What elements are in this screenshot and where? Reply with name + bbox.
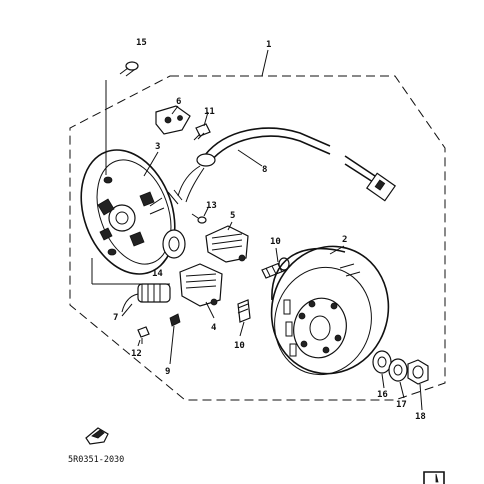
part-label-17: 17	[396, 400, 407, 410]
nut-18	[407, 359, 429, 385]
charging-coil-7	[121, 283, 171, 313]
part-label-15: 15	[136, 38, 147, 48]
screw-11	[193, 123, 211, 141]
bolt-10-upper	[261, 257, 290, 279]
part-label-13: 13	[206, 201, 217, 211]
part-label-3: 3	[155, 142, 160, 152]
part-label-16: 16	[377, 390, 388, 400]
part-label-9: 9	[165, 367, 170, 377]
leader-lines	[91, 49, 423, 411]
wire-harness	[167, 127, 397, 205]
part-label-2: 2	[342, 235, 347, 245]
part-label-12: 12	[131, 349, 142, 359]
bolt-10-lower	[237, 299, 251, 323]
screw-13	[191, 213, 207, 224]
catalog-code: 5R0351-2030	[68, 455, 124, 465]
part-label-6: 6	[176, 97, 181, 107]
corner-mark	[423, 471, 445, 484]
part-label-7: 7	[113, 313, 118, 323]
part-label-10-upper: 10	[270, 237, 281, 247]
lock-washer-17	[388, 358, 408, 382]
part-label-5: 5	[230, 211, 235, 221]
coil-4	[179, 263, 223, 307]
part-label-10-lower: 10	[234, 341, 245, 351]
part-label-11: 11	[204, 107, 215, 117]
lead-9	[169, 313, 181, 327]
assembly-boundary	[69, 75, 446, 401]
bracket-6	[155, 105, 191, 135]
part-label-4: 4	[211, 323, 217, 333]
screw-12	[137, 326, 150, 344]
rotor-2	[270, 245, 390, 376]
part-label-14: 14	[152, 269, 163, 279]
oil-seal-14	[162, 229, 186, 259]
part-label-8: 8	[262, 165, 267, 175]
washer-16	[372, 350, 392, 374]
pickup-coil-5	[205, 225, 249, 263]
reference-marker-icon	[85, 427, 109, 445]
part-label-1: 1	[266, 40, 271, 50]
screw-15	[119, 61, 139, 77]
stator-plate	[80, 149, 176, 275]
part-label-18: 18	[415, 412, 426, 422]
